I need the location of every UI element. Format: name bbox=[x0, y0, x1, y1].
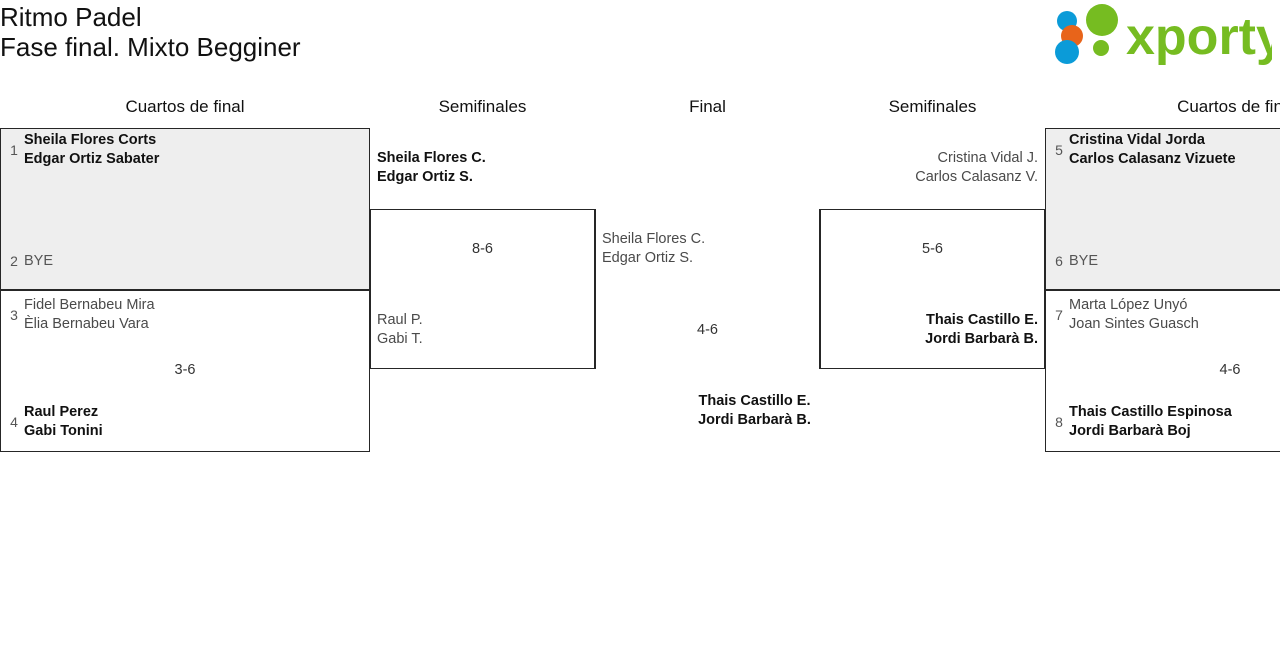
match-box-qf-right-1[interactable] bbox=[1045, 128, 1280, 290]
team-names: Marta López Unyó Joan Sintes Guasch bbox=[1069, 297, 1199, 332]
team-seed-8[interactable]: 8 Thais Castillo Espinosa Jordi Barbarà … bbox=[1049, 403, 1232, 440]
xporty-logo: xporty bbox=[1050, 4, 1272, 66]
round-header-quarterfinals-right: Cuartos de fin bbox=[1177, 97, 1280, 116]
final-team-top[interactable]: Sheila Flores C. Edgar Ortiz S. bbox=[602, 231, 706, 266]
sf-left-team-bottom[interactable]: Raul P. Gabi T. bbox=[377, 312, 423, 347]
team-seed-2[interactable]: 2 BYE bbox=[4, 253, 53, 269]
match-box-qf-left-1[interactable] bbox=[0, 128, 370, 290]
team-names: Thais Castillo Espinosa Jordi Barbarà Bo… bbox=[1069, 404, 1232, 439]
seed-number: 5 bbox=[1055, 141, 1063, 158]
team-names: Fidel Bernabeu Mira Èlia Bernabeu Vara bbox=[24, 297, 155, 332]
sf-right-team-bottom[interactable]: Thais Castillo E. Jordi Barbarà B. bbox=[925, 312, 1038, 347]
team-seed-1[interactable]: 1 Sheila Flores Corts Edgar Ortiz Sabate… bbox=[4, 131, 159, 168]
team-seed-5[interactable]: 5 Cristina Vidal Jorda Carlos Calasanz V… bbox=[1049, 131, 1236, 168]
bye-label: BYE bbox=[24, 253, 54, 269]
match-box-qf-left-2[interactable] bbox=[0, 290, 370, 452]
page-title: Ritmo Padel Fase final. Mixto Begginer bbox=[0, 0, 700, 62]
team-seed-4[interactable]: 4 Raul Perez Gabi Tonini bbox=[4, 403, 103, 440]
team-names: Sheila Flores Corts Edgar Ortiz Sabater bbox=[24, 132, 160, 167]
seed-number: 3 bbox=[10, 306, 18, 323]
round-header-semifinals-left: Semifinales bbox=[438, 97, 527, 116]
seed-number: 7 bbox=[1055, 306, 1063, 323]
seed-number: 8 bbox=[1055, 413, 1063, 430]
round-header-quarterfinals-left: Cuartos de final bbox=[125, 97, 245, 116]
match-box-final[interactable] bbox=[595, 209, 820, 369]
tournament-phase: Fase final. Mixto Begginer bbox=[0, 32, 301, 62]
tournament-name: Ritmo Padel bbox=[0, 2, 142, 32]
sf-left-team-top[interactable]: Sheila Flores C. Edgar Ortiz S. bbox=[377, 150, 486, 185]
score-final: 4-6 bbox=[697, 322, 718, 338]
svg-text:xporty: xporty bbox=[1126, 8, 1272, 66]
seed-number: 4 bbox=[10, 413, 18, 430]
score-sf-right: 5-6 bbox=[922, 241, 943, 257]
match-box-sf-left[interactable] bbox=[370, 209, 595, 369]
sf-right-team-top[interactable]: Cristina Vidal J. Carlos Calasanz V. bbox=[915, 150, 1038, 185]
champion-team[interactable]: Thais Castillo E. Jordi Barbarà B. bbox=[698, 393, 811, 428]
round-header-final: Final bbox=[689, 97, 726, 116]
team-seed-6[interactable]: 6 BYE bbox=[1049, 253, 1098, 269]
team-seed-3[interactable]: 3 Fidel Bernabeu Mira Èlia Bernabeu Vara bbox=[4, 296, 155, 333]
bye-label: BYE bbox=[1069, 253, 1099, 269]
match-box-sf-right[interactable] bbox=[820, 209, 1045, 369]
team-names: Cristina Vidal Jorda Carlos Calasanz Viz… bbox=[1069, 132, 1236, 167]
round-header-semifinals-right: Semifinales bbox=[888, 97, 977, 116]
seed-number: 1 bbox=[10, 141, 18, 158]
team-seed-7[interactable]: 7 Marta López Unyó Joan Sintes Guasch bbox=[1049, 296, 1199, 333]
score-qf-left-2: 3-6 bbox=[174, 362, 196, 378]
score-qf-right-2: 4-6 bbox=[1219, 362, 1241, 378]
score-sf-left: 8-6 bbox=[472, 241, 493, 257]
seed-number: 6 bbox=[1055, 253, 1063, 269]
match-box-qf-right-2[interactable] bbox=[1045, 290, 1280, 452]
seed-number: 2 bbox=[10, 253, 18, 269]
team-names: Raul Perez Gabi Tonini bbox=[24, 404, 103, 439]
